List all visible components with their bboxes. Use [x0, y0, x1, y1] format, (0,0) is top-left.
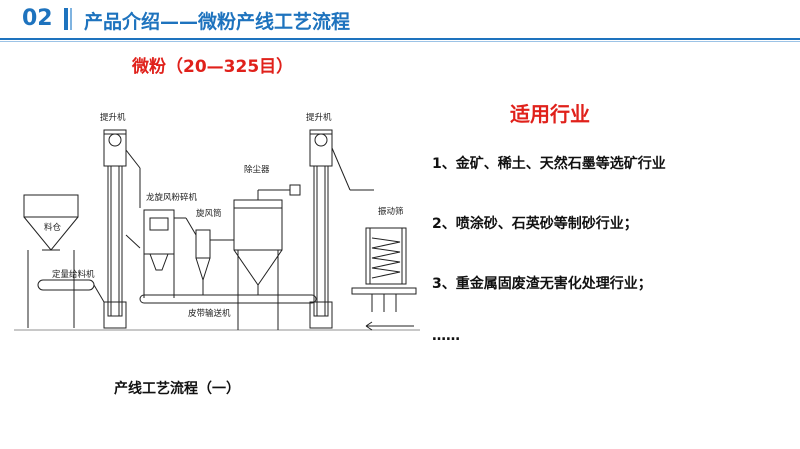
section-title: 产品介绍——微粉产线工艺流程	[84, 11, 351, 33]
elevator-right: 提升机	[306, 112, 374, 329]
industry-item: 1、金矿、稀土、天然石墨等选矿行业	[432, 156, 666, 172]
industry-item-ellipsis: ……	[432, 328, 460, 344]
header: 02 产品介绍——微粉产线工艺流程	[0, 0, 800, 42]
belt-conveyor: 皮带输送机	[139, 294, 317, 319]
crusher: 龙旋风粉碎机	[143, 192, 198, 298]
screen-label: 振动筛	[378, 206, 404, 217]
industries-title: 适用行业	[510, 102, 590, 126]
feeder: 定量给料机	[37, 269, 105, 303]
silo-label: 料仓	[44, 222, 62, 233]
section-divider	[64, 8, 68, 30]
elevator-right-label: 提升机	[306, 112, 332, 123]
elevator-left-label: 提升机	[100, 112, 126, 123]
feeder-label: 定量给料机	[52, 269, 95, 280]
cyclone: 旋风筒	[185, 208, 222, 295]
dust-collector: 除尘器	[210, 164, 301, 330]
conveyor-label: 皮带输送机	[188, 308, 231, 319]
diagram-caption: 产线工艺流程（一）	[114, 381, 240, 397]
silo: 料仓	[23, 194, 79, 328]
product-spec-title: 微粉（20—325目）	[132, 57, 294, 77]
section-divider-accent	[70, 8, 72, 30]
section-number: 02	[22, 6, 53, 31]
cyclone-label: 旋风筒	[196, 208, 222, 219]
crusher-label: 龙旋风粉碎机	[146, 192, 198, 203]
elevator-left: 提升机	[100, 112, 141, 329]
header-rule-thin	[0, 41, 800, 42]
header-rule	[0, 38, 800, 40]
industry-item: 2、喷涂砂、石英砂等制砂行业；	[432, 216, 638, 232]
dust-collector-label: 除尘器	[244, 164, 270, 175]
process-flow-diagram: 料仓 定量给料机 提升机	[0, 90, 440, 370]
industry-item: 3、重金属固废渣无害化处理行业；	[432, 276, 652, 292]
vibrating-screen: 振动筛	[351, 206, 417, 331]
